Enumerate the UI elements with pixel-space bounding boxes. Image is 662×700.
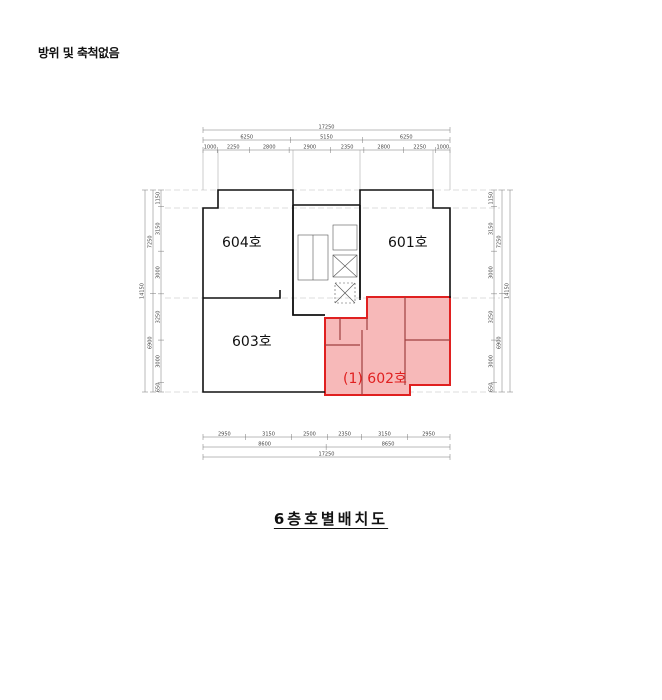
dimension-label: 1150 (156, 192, 162, 205)
unit-601-label: 601호 (388, 235, 428, 251)
dimension-label: 3250 (156, 311, 162, 324)
dimension-label: 8600 (258, 442, 271, 448)
dimension-label: 1150 (489, 192, 495, 205)
dimension-label: 3000 (489, 266, 495, 279)
dimension-label: 2250 (413, 145, 426, 151)
unit-603-label: 603호 (232, 334, 272, 350)
title-wrap: 6층호별배치도 (0, 508, 662, 529)
dimension-labels: 17250 6250 5150 6250 1000 2250 2800 2900 2350 280… (140, 125, 511, 458)
dimension-label: 3000 (156, 266, 162, 279)
dimension-label: 2350 (341, 145, 354, 151)
dimension-label: 650 (156, 383, 162, 393)
dimension-label: 1000 (437, 145, 450, 151)
dimension-label: 5150 (320, 135, 333, 141)
dimension-label: 6900 (497, 336, 503, 349)
dimension-label: 2950 (218, 432, 231, 438)
dimension-label: 14150 (505, 283, 511, 299)
dimension-label: 3250 (489, 311, 495, 324)
dimension-lines (142, 127, 513, 460)
dimension-label: 17250 (319, 452, 335, 458)
unit-602-label: (1) 602호 (343, 371, 407, 387)
dimension-label: 7250 (497, 235, 503, 248)
dimension-label: 6250 (400, 135, 413, 141)
dimension-label: 3000 (156, 355, 162, 368)
dimension-label: 3150 (489, 222, 495, 235)
dimension-label: 3150 (156, 222, 162, 235)
dimension-label: 2500 (303, 432, 316, 438)
dimension-label: 7250 (148, 235, 154, 248)
dimension-label: 2800 (377, 145, 390, 151)
dimension-label: 650 (489, 383, 495, 393)
dimension-label: 6250 (240, 135, 253, 141)
dimension-label: 2950 (422, 432, 435, 438)
dimension-label: 6900 (148, 336, 154, 349)
page-title: 6층호별배치도 (273, 510, 389, 528)
dimension-label: 3150 (378, 432, 391, 438)
orientation-scale-note: 방위 및 축척없음 (38, 46, 120, 60)
dimension-label: 17250 (319, 125, 335, 131)
dimension-label: 2800 (263, 145, 276, 151)
core-outline (292, 204, 361, 316)
unit-604-label: 604호 (222, 235, 262, 251)
unit-602-interior-walls (325, 297, 450, 395)
dimension-label: 3000 (489, 355, 495, 368)
dimension-label: 2350 (338, 432, 351, 438)
dimension-label: 1000 (204, 145, 217, 151)
dimension-label: 2900 (303, 145, 316, 151)
unit-602-area (324, 296, 451, 396)
dimension-label: 2250 (227, 145, 240, 151)
dimension-label: 3150 (262, 432, 275, 438)
building-walls (202, 189, 451, 393)
stair-core (297, 224, 358, 304)
dimension-label: 14150 (140, 283, 146, 299)
dimension-label: 8650 (382, 442, 395, 448)
